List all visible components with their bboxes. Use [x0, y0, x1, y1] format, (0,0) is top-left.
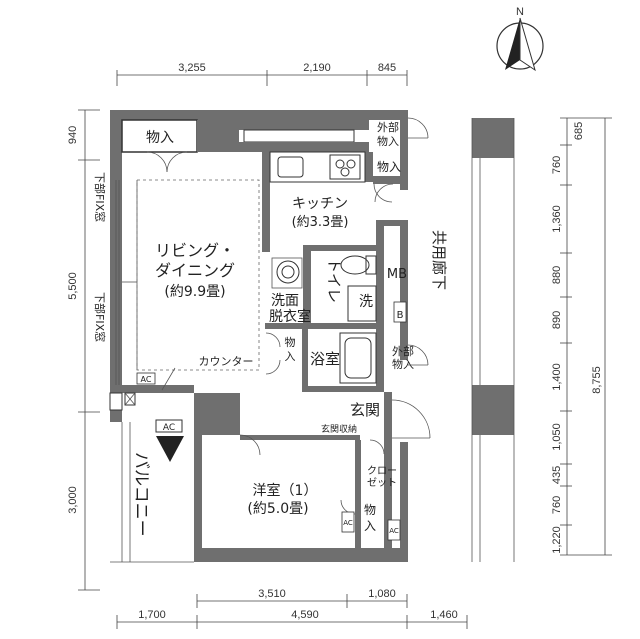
dim-left-2: 5,500 [67, 272, 79, 300]
dim-right-9: 760 [551, 496, 563, 514]
dimension-top: 3,255 2,190 845 [116, 62, 408, 86]
dim-top-3: 845 [378, 62, 396, 74]
dim-right-5: 890 [551, 311, 563, 329]
dim-right-7: 1,050 [551, 423, 563, 451]
senmen-label-1: 洗面 [271, 293, 299, 309]
toilet-label: トイレ [325, 258, 343, 303]
genkan-label: 玄関 [350, 401, 380, 419]
dim-right-10: 1,220 [551, 526, 563, 554]
small-storage-label-2: 入 [285, 350, 296, 363]
walls [110, 110, 408, 562]
ac-label-balcony: AC [163, 423, 175, 433]
compass-label: N [516, 6, 524, 18]
senmen-label-2: 脱衣室 [269, 308, 311, 325]
dim-bottom-inner-1: 3,510 [258, 588, 286, 600]
dim-right-8: 435 [551, 466, 563, 484]
dim-bottom-outer-3: 1,460 [430, 609, 458, 621]
living-name-1: リビング・ [155, 241, 235, 260]
b-label: B [397, 310, 404, 321]
dim-bottom-outer-2: 4,590 [291, 609, 319, 621]
ac-label-western-1: AC [343, 519, 353, 527]
dim-top-1: 3,255 [178, 62, 206, 74]
room-labels: 物入 外部 物入 物入 キッチン (約3.3畳) リビング・ ダイニング (約9… [93, 120, 448, 537]
balcony-label: バルコニー [131, 452, 151, 537]
kitchen-area: (約3.3畳) [292, 215, 349, 230]
ac-label-western-2: AC [389, 527, 399, 535]
dim-left-3: 3,000 [67, 486, 79, 514]
dim-right-4: 880 [551, 266, 563, 284]
building-column-right [471, 118, 515, 562]
closet-label-1: クロー [367, 465, 397, 477]
kitchen-fixtures [269, 151, 366, 183]
bath-label: 浴室 [310, 350, 340, 368]
ac-units: AC AC [136, 301, 407, 541]
wash-label: 洗 [359, 294, 373, 310]
toilet-fixtures [271, 255, 377, 322]
balcony-area [109, 392, 194, 563]
windows-left [115, 180, 138, 385]
western-storage-label-1: 物 [364, 503, 376, 517]
dim-right-total: 8,755 [591, 366, 603, 394]
kitchen-storage-label: 物入 [377, 160, 401, 174]
dimension-left: 940 5,500 3,000 [67, 109, 100, 591]
genkan-shuno-label: 玄関収納 [321, 423, 357, 435]
living-area: (約9.9畳) [164, 284, 225, 300]
gaibu-top-label-1: 外部 [377, 120, 399, 134]
storage-top-label: 物入 [146, 130, 174, 146]
compass: N [496, 6, 544, 72]
western-storage-label-2: 入 [364, 519, 376, 533]
mb-label: MB [387, 267, 407, 282]
gaibu-top-label-2: 物入 [377, 134, 399, 148]
western-name: 洋室（1） [253, 482, 318, 499]
gaibu-mid-label-1: 外部 [392, 344, 414, 358]
window-label-lower: 下部FIX窓 [93, 292, 107, 342]
living-zone-outline [136, 179, 260, 371]
corridor-label: 共用廊下 [430, 230, 448, 290]
dim-right-1: 685 [573, 122, 585, 140]
dim-right-3: 1,360 [551, 205, 563, 233]
window-label-upper: 下部FIX窓 [93, 172, 107, 222]
dim-bottom-outer-1: 1,700 [138, 609, 166, 621]
bathtub [339, 332, 377, 384]
living-name-2: ダイニング [155, 261, 235, 280]
gaibu-mid-label-2: 物入 [392, 357, 414, 371]
kitchen-name: キッチン [292, 196, 348, 212]
dimension-right: 685 760 1,360 880 890 1,400 1,050 435 76… [551, 117, 612, 556]
counter-label: カウンター [199, 355, 254, 368]
dim-top-2: 2,190 [303, 62, 331, 74]
dim-right-2: 760 [551, 156, 563, 174]
dimension-bottom: 3,510 1,080 1,700 4,590 1,460 [116, 588, 468, 629]
ac-label-living: AC [141, 375, 152, 384]
dim-right-6: 1,400 [551, 363, 563, 391]
dim-bottom-inner-2: 1,080 [368, 588, 396, 600]
dim-left-1: 940 [67, 126, 79, 144]
small-storage-label-1: 物 [285, 335, 296, 349]
closet-label-2: ゼット [367, 477, 397, 489]
western-area: (約5.0畳) [247, 501, 308, 517]
